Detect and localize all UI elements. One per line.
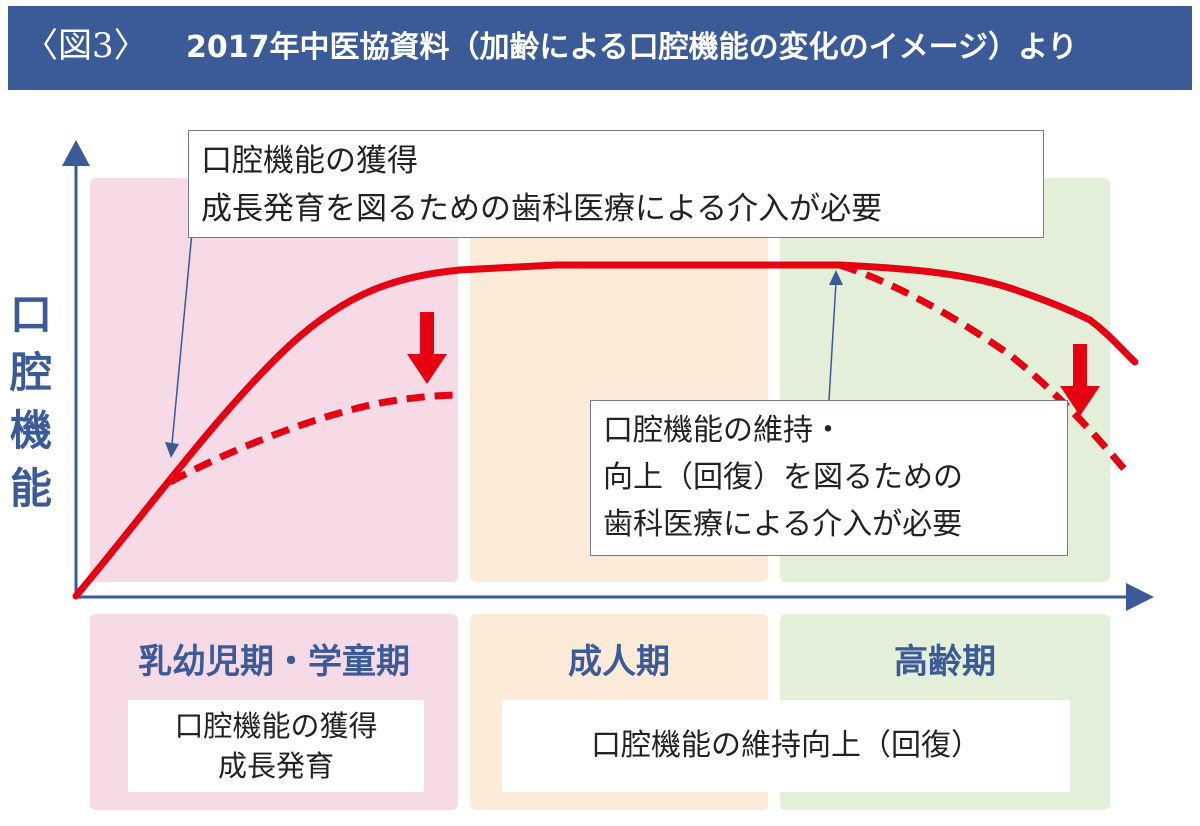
decline-curve-childhood bbox=[168, 391, 461, 486]
acquisition-box-line1: 口腔機能の獲得 bbox=[174, 709, 378, 743]
decline-arrow-childhood bbox=[407, 312, 447, 384]
acquisition-box: 口腔機能の獲得 成長発育 bbox=[128, 700, 424, 792]
callout-acquisition-line1: 口腔機能の獲得 bbox=[201, 143, 418, 179]
y-axis-label-char: 能 bbox=[9, 464, 52, 513]
stage-label-elderly: 高齢期 bbox=[894, 642, 996, 682]
callout-acquisition: 口腔機能の獲得 成長発育を図るための歯科医療による介入が必要 bbox=[188, 130, 1044, 238]
stage-panel-childhood bbox=[90, 178, 458, 582]
y-axis-label-char: 口 bbox=[9, 290, 52, 339]
callout-pointer-right-head bbox=[829, 270, 843, 285]
x-axis-arrowhead bbox=[1126, 583, 1154, 611]
callout-acquisition-line2: 成長発育を図るための歯科医療による介入が必要 bbox=[201, 191, 883, 227]
callout-pointer-right bbox=[828, 281, 837, 401]
callout-pointer-top bbox=[171, 231, 193, 445]
decline-curve-elderly bbox=[838, 261, 1128, 473]
decline-arrow-elderly bbox=[1060, 344, 1100, 416]
callout-maintenance-line1: 口腔機能の維持・ bbox=[603, 413, 843, 448]
maintenance-box-text: 口腔機能の維持向上（回復） bbox=[591, 728, 981, 763]
y-axis-label: 口 腔 機 能 bbox=[8, 286, 54, 518]
figure-title: 2017年中医協資料（加齢による口腔機能の変化のイメージ）より bbox=[186, 30, 1078, 65]
oral-function-curve bbox=[72, 261, 1139, 600]
figure-label: 〈図3〉 bbox=[24, 26, 148, 66]
title-banner: 〈図3〉 2017年中医協資料（加齢による口腔機能の変化のイメージ）より bbox=[8, 6, 1192, 90]
y-axis-arrowhead bbox=[62, 140, 90, 166]
y-axis-label-char: 機 bbox=[9, 406, 52, 455]
y-axis-label-char: 腔 bbox=[9, 348, 52, 397]
maintenance-box: 口腔機能の維持向上（回復） bbox=[502, 700, 1070, 792]
callout-pointer-top-head bbox=[165, 442, 179, 458]
callout-maintenance-line2: 向上（回復）を図るための bbox=[603, 460, 963, 495]
callout-maintenance-line3: 歯科医療による介入が必要 bbox=[603, 507, 963, 542]
callout-maintenance: 口腔機能の維持・ 向上（回復）を図るための 歯科医療による介入が必要 bbox=[590, 400, 1068, 556]
acquisition-box-line2: 成長発育 bbox=[217, 749, 334, 783]
stage-label-adult: 成人期 bbox=[568, 642, 670, 682]
stage-label-childhood: 乳幼児期・学童期 bbox=[138, 642, 410, 682]
